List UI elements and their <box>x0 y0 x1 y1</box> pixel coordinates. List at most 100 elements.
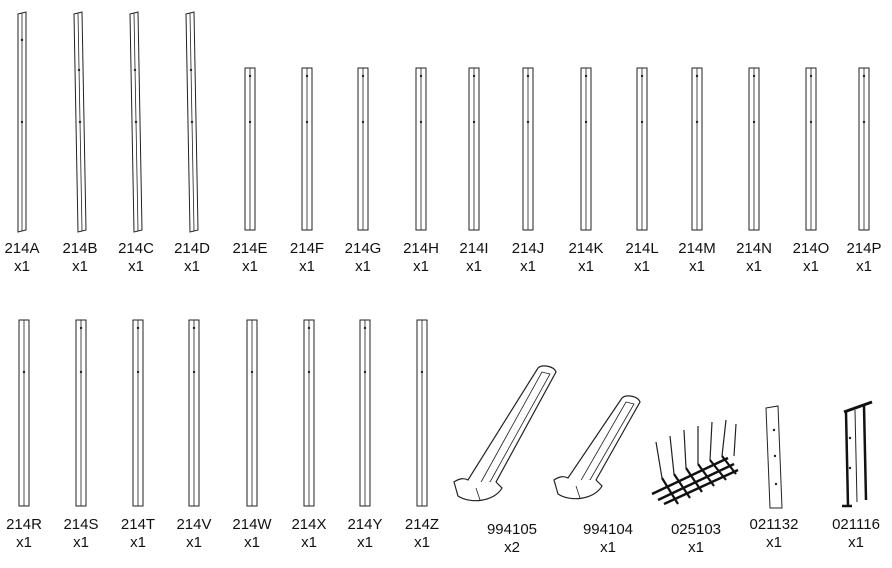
part-214C: 214C x1 <box>108 10 164 276</box>
part-quantity: x1 <box>301 534 317 551</box>
post-image <box>73 11 87 233</box>
post-image <box>636 67 648 231</box>
post-image <box>18 319 30 507</box>
part-quantity: x1 <box>848 534 864 551</box>
part-code: 214D <box>174 240 210 257</box>
part-code: 214P <box>846 240 882 257</box>
part-quantity: x1 <box>16 534 32 551</box>
part-quantity: x1 <box>128 258 144 275</box>
part-214T: 214T x1 <box>110 316 166 552</box>
post-image <box>246 319 258 507</box>
part-quantity: x1 <box>414 534 430 551</box>
part-214S: 214S x1 <box>53 316 109 552</box>
part-994105: 994105 x2 <box>450 360 574 557</box>
part-code: 021132 <box>749 516 799 533</box>
part-quantity: x1 <box>520 258 536 275</box>
part-code: 214O <box>792 240 830 257</box>
post-image <box>805 67 817 231</box>
post-image <box>748 67 760 231</box>
part-214Z: 214Z x1 <box>394 316 450 552</box>
part-214N: 214N x1 <box>726 64 782 276</box>
part-code: 214L <box>625 240 659 257</box>
part-214H: 214H x1 <box>393 64 449 276</box>
part-code: 214V <box>176 516 212 533</box>
part-code: 214S <box>63 516 99 533</box>
post-image <box>185 11 199 233</box>
part-code: 214Y <box>347 516 383 533</box>
part-994104: 994104 x1 <box>548 392 668 557</box>
part-214E: 214E x1 <box>222 64 278 276</box>
part-quantity: x1 <box>184 258 200 275</box>
part-quantity: x1 <box>244 534 260 551</box>
part-214X: 214X x1 <box>281 316 337 552</box>
post-image <box>691 67 703 231</box>
post-image <box>858 67 870 231</box>
part-021132: 021132 x1 <box>746 404 802 552</box>
part-code: 994105 <box>486 521 538 538</box>
part-quantity: x1 <box>14 258 30 275</box>
post-image <box>359 319 371 507</box>
part-quantity: x1 <box>130 534 146 551</box>
part-214V: 214V x1 <box>166 316 222 552</box>
part-code: 214Z <box>404 516 440 533</box>
post-image <box>188 319 200 507</box>
part-quantity: x2 <box>504 539 520 556</box>
part-quantity: x1 <box>413 258 429 275</box>
post-image <box>301 67 313 231</box>
post-image <box>132 319 144 507</box>
part-quantity: x1 <box>803 258 819 275</box>
part-code: 214C <box>118 240 154 257</box>
part-quantity: x1 <box>600 539 616 556</box>
part-code: 214K <box>568 240 604 257</box>
part-code: 214T <box>120 516 156 533</box>
post-image <box>580 67 592 231</box>
part-214R: 214R x1 <box>0 316 52 552</box>
part-code: 214X <box>291 516 327 533</box>
part-quantity: x1 <box>186 534 202 551</box>
part-code: 025103 <box>670 521 722 538</box>
post-image <box>75 319 87 507</box>
part-code: 214R <box>6 516 42 533</box>
part-quantity: x1 <box>357 534 373 551</box>
part-214M: 214M x1 <box>669 64 725 276</box>
post-image <box>468 67 480 231</box>
part-quantity: x1 <box>73 534 89 551</box>
part-214W: 214W x1 <box>224 316 280 552</box>
part-code: 214G <box>344 240 382 257</box>
rail-image <box>842 400 873 508</box>
part-214I: 214I x1 <box>446 64 502 276</box>
net-image <box>651 419 739 506</box>
part-code: 214M <box>678 240 716 257</box>
part-code: 214F <box>289 240 325 257</box>
part-quantity: x1 <box>355 258 371 275</box>
part-214K: 214K x1 <box>558 64 614 276</box>
part-214D: 214D x1 <box>164 10 220 276</box>
part-214P: 214P x1 <box>836 64 892 276</box>
part-quantity: x1 <box>766 534 782 551</box>
long-slide-image <box>453 365 557 502</box>
post-image <box>415 67 427 231</box>
part-code: 214N <box>736 240 772 257</box>
post-image <box>244 67 256 231</box>
part-025103: 025103 x1 <box>648 416 744 557</box>
part-214A: 214A x1 <box>0 10 50 276</box>
part-quantity: x1 <box>242 258 258 275</box>
part-quantity: x1 <box>688 539 704 556</box>
short-slide-image <box>553 395 641 500</box>
part-021116: 021116 x1 <box>826 398 886 552</box>
post-image <box>303 319 315 507</box>
part-code: 214H <box>403 240 439 257</box>
part-code: 994104 <box>582 521 634 538</box>
part-quantity: x1 <box>578 258 594 275</box>
part-code: 214J <box>511 240 545 257</box>
part-214L: 214L x1 <box>614 64 670 276</box>
part-quantity: x1 <box>466 258 482 275</box>
part-quantity: x1 <box>856 258 872 275</box>
part-quantity: x1 <box>72 258 88 275</box>
part-214B: 214B x1 <box>52 10 108 276</box>
post-image <box>17 11 27 233</box>
part-code: 214B <box>62 240 98 257</box>
post-image <box>416 319 428 507</box>
part-214F: 214F x1 <box>279 64 335 276</box>
